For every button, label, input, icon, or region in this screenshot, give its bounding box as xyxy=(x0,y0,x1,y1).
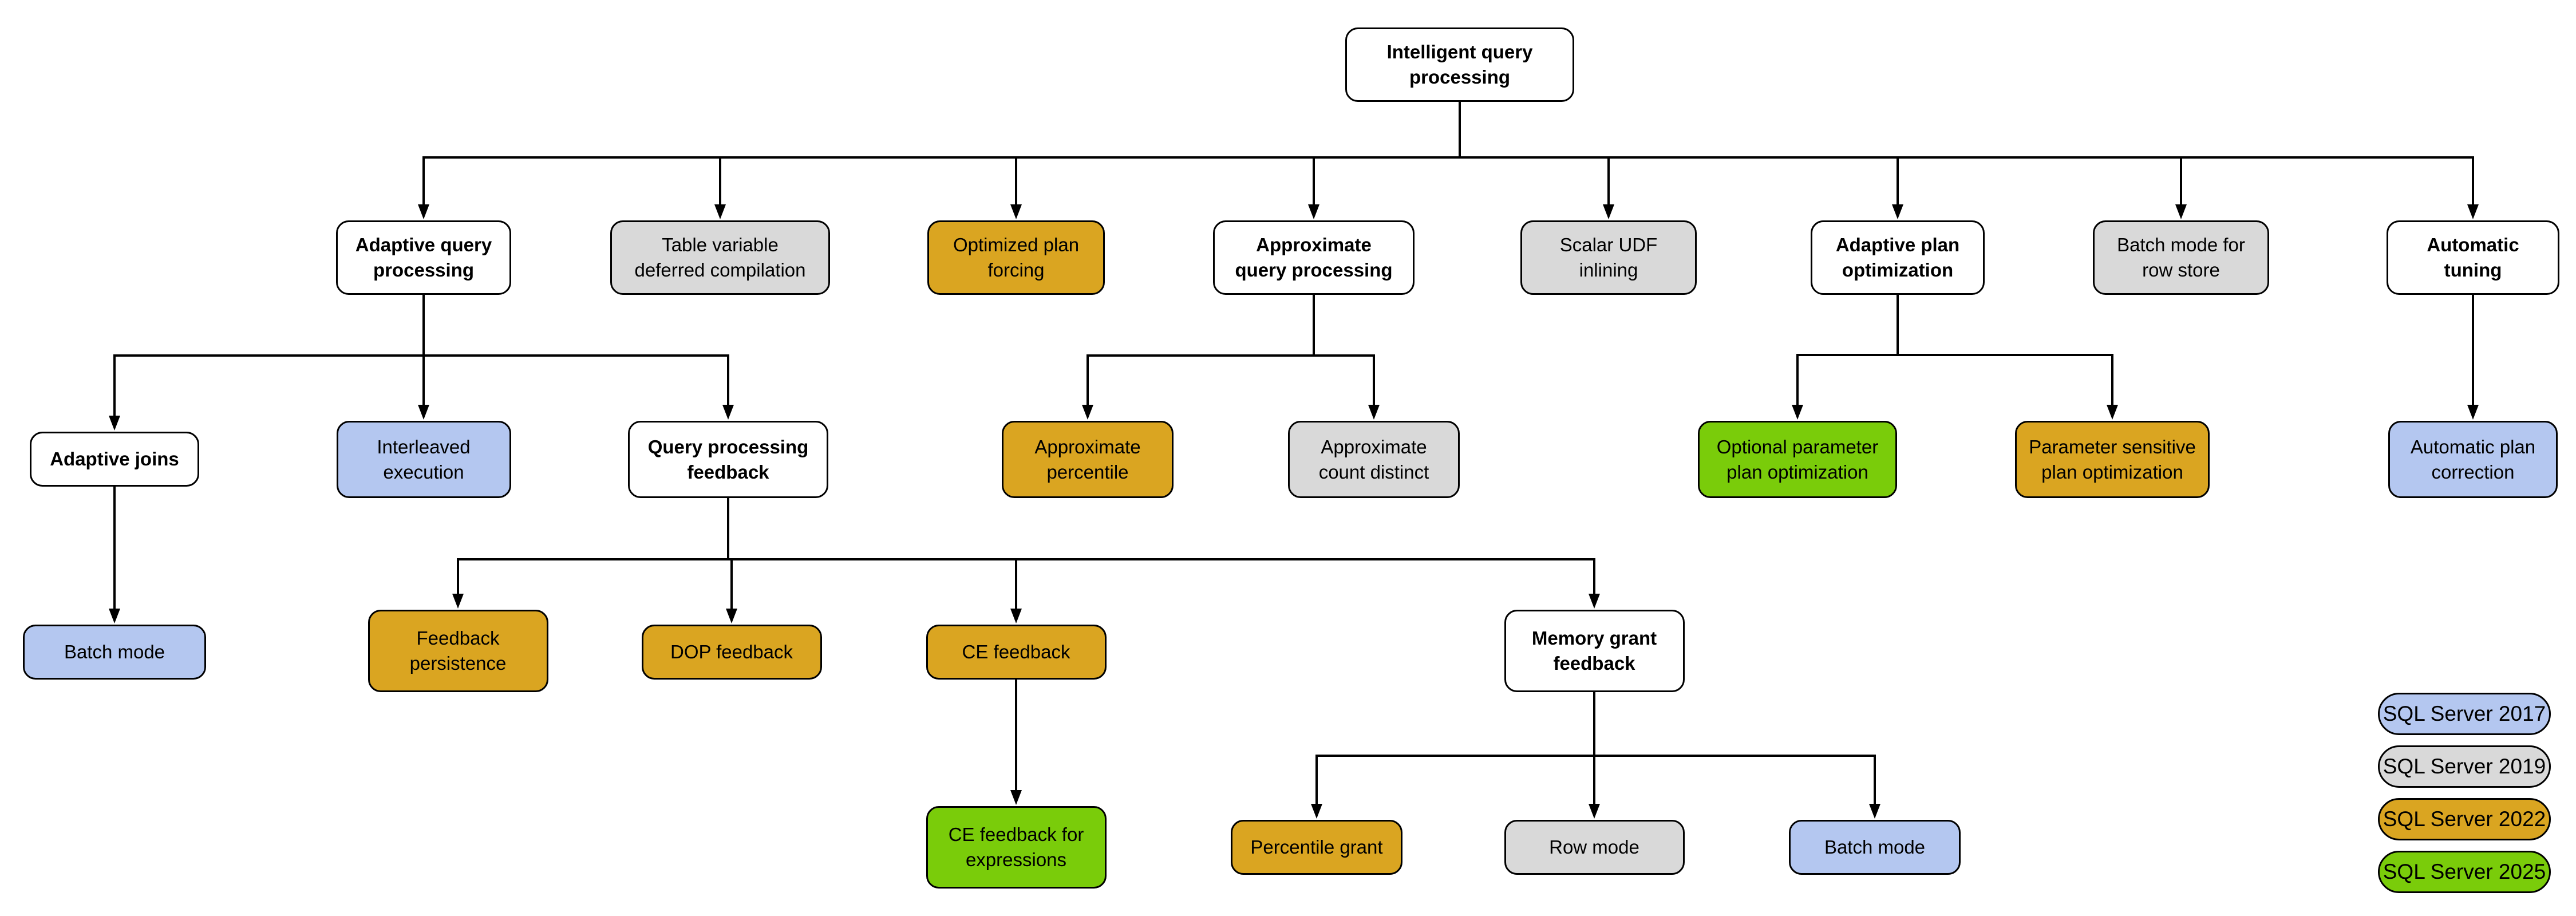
node-intelligent-query-processing: Intelligent query processing xyxy=(1345,27,1574,102)
node-adaptive-query-processing: Adaptive query processing xyxy=(336,220,511,295)
node-approximate-query-processing: Approximate query processing xyxy=(1213,220,1415,295)
node-row-mode: Row mode xyxy=(1504,820,1685,875)
node-interleaved-execution: Interleaved execution xyxy=(336,421,511,498)
edge-memory-grant-feedback xyxy=(1311,691,1880,819)
edge-automatic-tuning xyxy=(2467,294,2479,420)
node-query-processing-feedback: Query processing feedback xyxy=(628,421,828,498)
legend-item-sql-server-2022: SQL Server 2022 xyxy=(2378,798,2551,840)
legend-item-sql-server-2017: SQL Server 2017 xyxy=(2378,693,2551,735)
node-batch-mode-memory-grant: Batch mode xyxy=(1789,820,1961,875)
node-memory-grant-feedback: Memory grant feedback xyxy=(1504,610,1685,692)
edge-query-processing-feedback xyxy=(452,497,1600,623)
node-approximate-count-distinct: Approximate count distinct xyxy=(1288,421,1460,498)
node-batch-mode-for-row-store: Batch mode for row store xyxy=(2093,220,2269,295)
edge-adaptive-query-processing xyxy=(109,294,734,431)
node-dop-feedback: DOP feedback xyxy=(641,625,822,680)
node-scalar-udf-inlining: Scalar UDF inlining xyxy=(1520,220,1697,295)
node-percentile-grant: Percentile grant xyxy=(1231,820,1402,875)
edge-ce-feedback xyxy=(1010,678,1022,805)
node-adaptive-plan-optimization: Adaptive plan optimization xyxy=(1811,220,1985,295)
node-table-variable-deferred-compilation: Table variable deferred compilation xyxy=(610,220,830,295)
node-ce-feedback: CE feedback xyxy=(926,625,1107,680)
legend-item-sql-server-2025: SQL Server 2025 xyxy=(2378,851,2551,893)
node-optimized-plan-forcing: Optimized plan forcing xyxy=(927,220,1105,295)
edge-approximate-query-processing xyxy=(1082,294,1380,420)
node-approximate-percentile: Approximate percentile xyxy=(1002,421,1174,498)
node-optional-parameter-plan-optimization: Optional parameter plan optimization xyxy=(1698,421,1897,498)
node-feedback-persistence: Feedback persistence xyxy=(368,610,548,692)
edge-intelligent-query-processing xyxy=(418,101,2479,219)
node-automatic-plan-correction: Automatic plan correction xyxy=(2388,421,2558,498)
node-batch-mode-adaptive-joins: Batch mode xyxy=(23,625,206,680)
node-automatic-tuning: Automatic tuning xyxy=(2387,220,2559,295)
node-parameter-sensitive-plan-optimization: Parameter sensitive plan optimization xyxy=(2015,421,2210,498)
legend-item-sql-server-2019: SQL Server 2019 xyxy=(2378,745,2551,788)
edge-adaptive-plan-optimization xyxy=(1792,294,2118,420)
node-ce-feedback-for-expressions: CE feedback for expressions xyxy=(926,806,1107,889)
node-adaptive-joins: Adaptive joins xyxy=(30,432,199,487)
edge-adaptive-joins xyxy=(109,485,120,623)
